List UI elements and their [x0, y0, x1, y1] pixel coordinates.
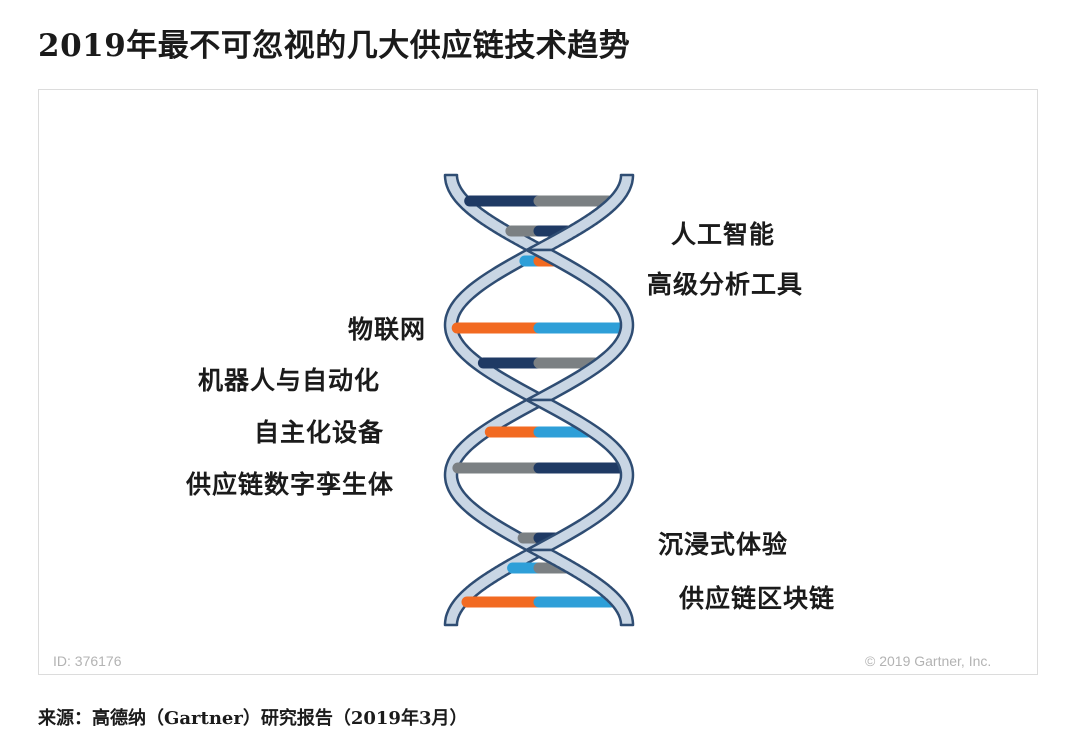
helix-strand-b-segment: [443, 548, 553, 627]
copyright-notice: © 2019 Gartner, Inc.: [865, 653, 992, 669]
helix-strand-b-segment: [525, 173, 635, 252]
trend-label-autonomous: 自主化设备: [254, 418, 385, 447]
trend-label-robotics: 机器人与自动化: [198, 366, 381, 395]
trend-label-iot: 物联网: [348, 315, 427, 344]
trend-label-analytics: 高级分析工具: [647, 270, 804, 299]
figure-id: ID: 376176: [53, 653, 122, 669]
trend-label-digital-twin: 供应链数字孪生体: [186, 470, 395, 499]
trend-label-blockchain: 供应链区块链: [679, 584, 836, 613]
helix-strand-b-segment: [525, 398, 635, 552]
page-title: 2019年最不可忽视的几大供应链技术趋势: [38, 28, 631, 64]
figure-frame: 人工智能 高级分析工具 物联网 机器人与自动化 自主化设备 供应链数字孪生体 沉…: [38, 89, 1038, 675]
source-citation: 来源：高德纳（Gartner）研究报告（2019年3月）: [38, 708, 468, 729]
trend-label-ai: 人工智能: [671, 220, 776, 249]
trend-label-immersive: 沉浸式体验: [658, 530, 789, 559]
dna-helix-illustration: [443, 173, 635, 627]
helix-strand-a-segment: [443, 173, 553, 252]
helix-strand-front: [525, 173, 635, 627]
helix-strand-a-segment: [525, 548, 635, 627]
helix-rungs: [451, 195, 627, 608]
helix-strand-a-segment: [443, 398, 553, 552]
